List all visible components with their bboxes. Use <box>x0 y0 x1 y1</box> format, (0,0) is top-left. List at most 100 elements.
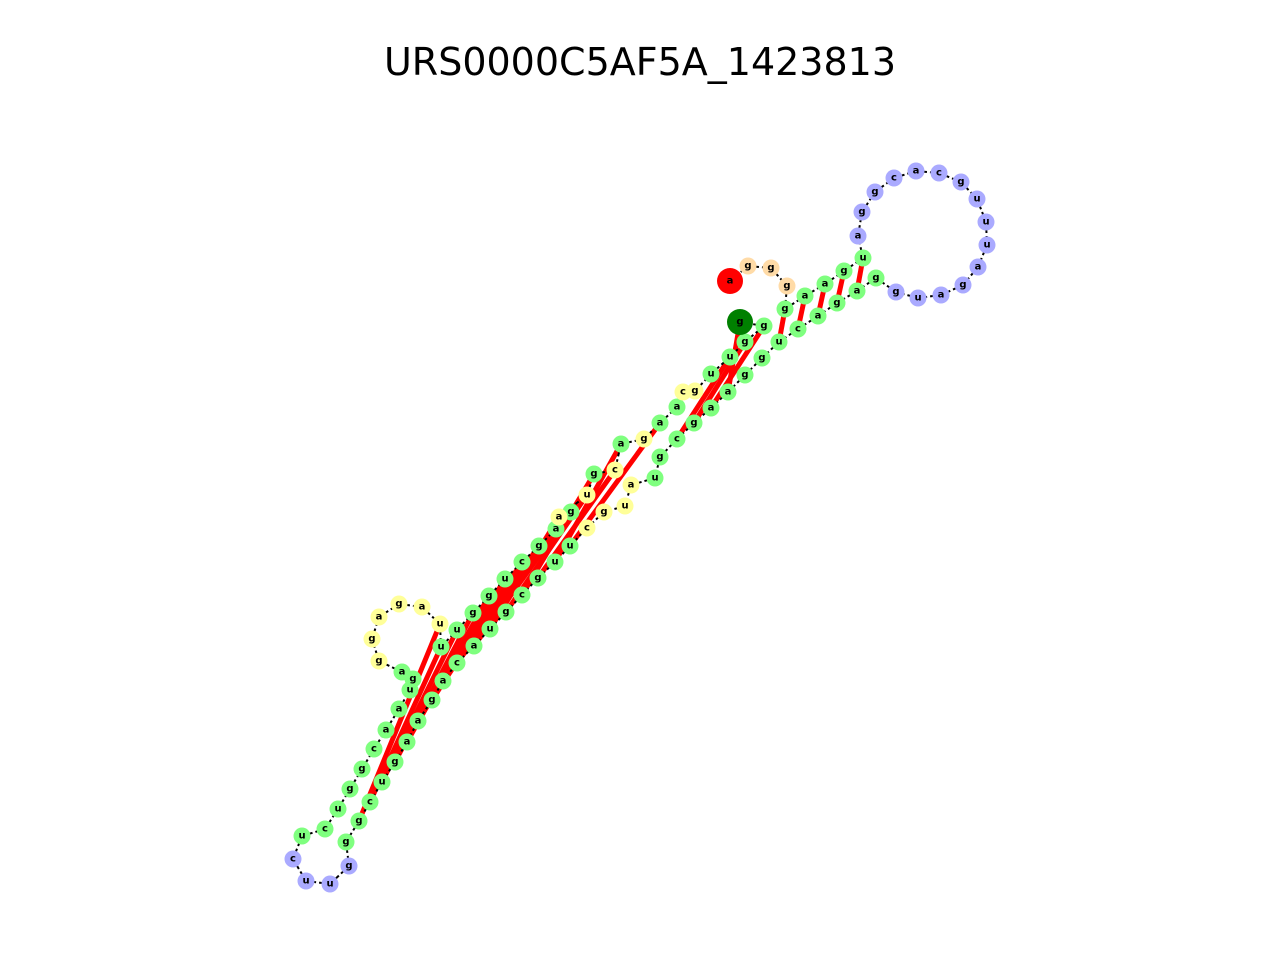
nucleotide: a <box>796 287 814 305</box>
nucleotide-letter: g <box>535 541 542 552</box>
nucleotide-letter: g <box>346 784 353 795</box>
nucleotide-marker <box>887 283 905 301</box>
nucleotide-letter: a <box>938 290 945 301</box>
nucleotide-letter: g <box>409 674 416 685</box>
nucleotide-letter: g <box>744 261 751 272</box>
nucleotide-letter: c <box>674 434 680 445</box>
nucleotide: g <box>390 595 408 613</box>
nucleotide-marker <box>778 277 796 295</box>
nucleotide: u <box>977 213 995 231</box>
nucleotide-marker <box>739 257 757 275</box>
nucleotide-letter: g <box>892 287 899 298</box>
nucleotide-marker <box>595 503 613 521</box>
nucleotide: g <box>685 414 703 432</box>
nucleotide: a <box>702 399 720 417</box>
nucleotide-letter: u <box>651 473 658 484</box>
nucleotide-letter: c <box>367 797 373 808</box>
nucleotide: a <box>848 282 866 300</box>
nucleotide: a <box>434 672 452 690</box>
nucleotide-marker <box>353 760 371 778</box>
nucleotide: u <box>373 773 391 791</box>
nucleotide: a <box>377 721 395 739</box>
nucleotide: a <box>849 227 867 245</box>
nucleotide: g <box>866 183 884 201</box>
nucleotide-letter: c <box>322 824 328 835</box>
nucleotide: g <box>755 317 773 335</box>
nucleotide-marker <box>497 603 515 621</box>
nucleotide-marker <box>907 162 925 180</box>
nucleotide-letter: a <box>440 676 447 687</box>
nucleotide-letter: g <box>690 418 697 429</box>
nucleotide-letter: u <box>326 879 333 890</box>
nucleotide-letter: c <box>795 324 801 335</box>
nucleotide-marker <box>578 519 596 537</box>
nucleotide-letter: a <box>674 402 681 413</box>
nucleotide: g <box>370 652 388 670</box>
nucleotide: g <box>585 465 603 483</box>
nucleotide-marker <box>464 604 482 622</box>
nucleotide-marker <box>762 259 780 277</box>
nucleotide-marker <box>448 621 466 639</box>
nucleotide-marker <box>854 249 872 267</box>
nucleotide-marker <box>789 320 807 338</box>
nucleotide: g <box>353 760 371 778</box>
nucleotide-letter: a <box>419 602 426 613</box>
nucleotide-marker <box>434 672 452 690</box>
nucleotide-letter: c <box>680 387 686 398</box>
nucleotide: g <box>595 503 613 521</box>
nucleotide: c <box>365 740 383 758</box>
nucleotide-marker <box>849 227 867 245</box>
nucleotide-marker <box>866 183 884 201</box>
nucleotide-letter: g <box>391 757 398 768</box>
nucleotide-letter: g <box>502 607 509 618</box>
nucleotide-letter: g <box>741 337 748 348</box>
nucleotide: g <box>386 753 404 771</box>
nucleotide: g <box>867 269 885 287</box>
nucleotide: c <box>885 169 903 187</box>
nucleotide-letter: c <box>584 523 590 534</box>
nucleotide-marker <box>668 398 686 416</box>
nucleotide-marker <box>736 366 754 384</box>
nucleotide-letter: a <box>404 737 411 748</box>
nucleotide-marker <box>350 812 368 830</box>
nucleotide-marker <box>932 286 950 304</box>
nucleotide-marker <box>321 875 339 893</box>
nucleotide-marker <box>431 615 449 633</box>
nucleotide: g <box>753 349 771 367</box>
nucleotide: c <box>930 164 948 182</box>
nucleotide-letter: g <box>959 280 966 291</box>
nucleotide-letter: a <box>376 612 383 623</box>
nucleotide-marker <box>513 586 531 604</box>
nucleotide-marker <box>968 190 986 208</box>
nucleotide-letter: c <box>891 173 897 184</box>
nucleotide-marker <box>622 476 640 494</box>
nucleotide-marker <box>363 630 381 648</box>
nucleotide-letter: g <box>767 263 774 274</box>
nucleotide: g <box>635 430 653 448</box>
nucleotide-letter: g <box>858 207 865 218</box>
nucleotide: a <box>932 286 950 304</box>
nucleotide-letter: g <box>358 764 365 775</box>
nucleotide-letter: c <box>519 557 525 568</box>
nucleotide-letter: g <box>758 353 765 364</box>
nucleotide-marker <box>316 820 334 838</box>
nucleotide-marker <box>770 333 788 351</box>
nucleotide: c <box>284 850 302 868</box>
nucleotide: g <box>651 448 669 466</box>
nucleotide-letter: g <box>395 599 402 610</box>
nucleotide: a <box>390 700 408 718</box>
nucleotide-marker <box>954 276 972 294</box>
nucleotide-letter: g <box>590 469 597 480</box>
nucleotide-letter: a <box>415 716 422 727</box>
nucleotide-letter: u <box>378 777 385 788</box>
nucleotide-marker <box>448 654 466 672</box>
nucleotide: u <box>854 249 872 267</box>
nucleotide-marker <box>867 269 885 287</box>
nucleotide-marker <box>753 349 771 367</box>
nucleotide-letter: a <box>855 231 862 242</box>
nucleotide: a <box>393 663 411 681</box>
nucleotide-marker <box>423 691 441 709</box>
nucleotide-letter: a <box>727 276 734 287</box>
nucleotide: g <box>497 603 515 621</box>
nucleotide-marker <box>585 465 603 483</box>
